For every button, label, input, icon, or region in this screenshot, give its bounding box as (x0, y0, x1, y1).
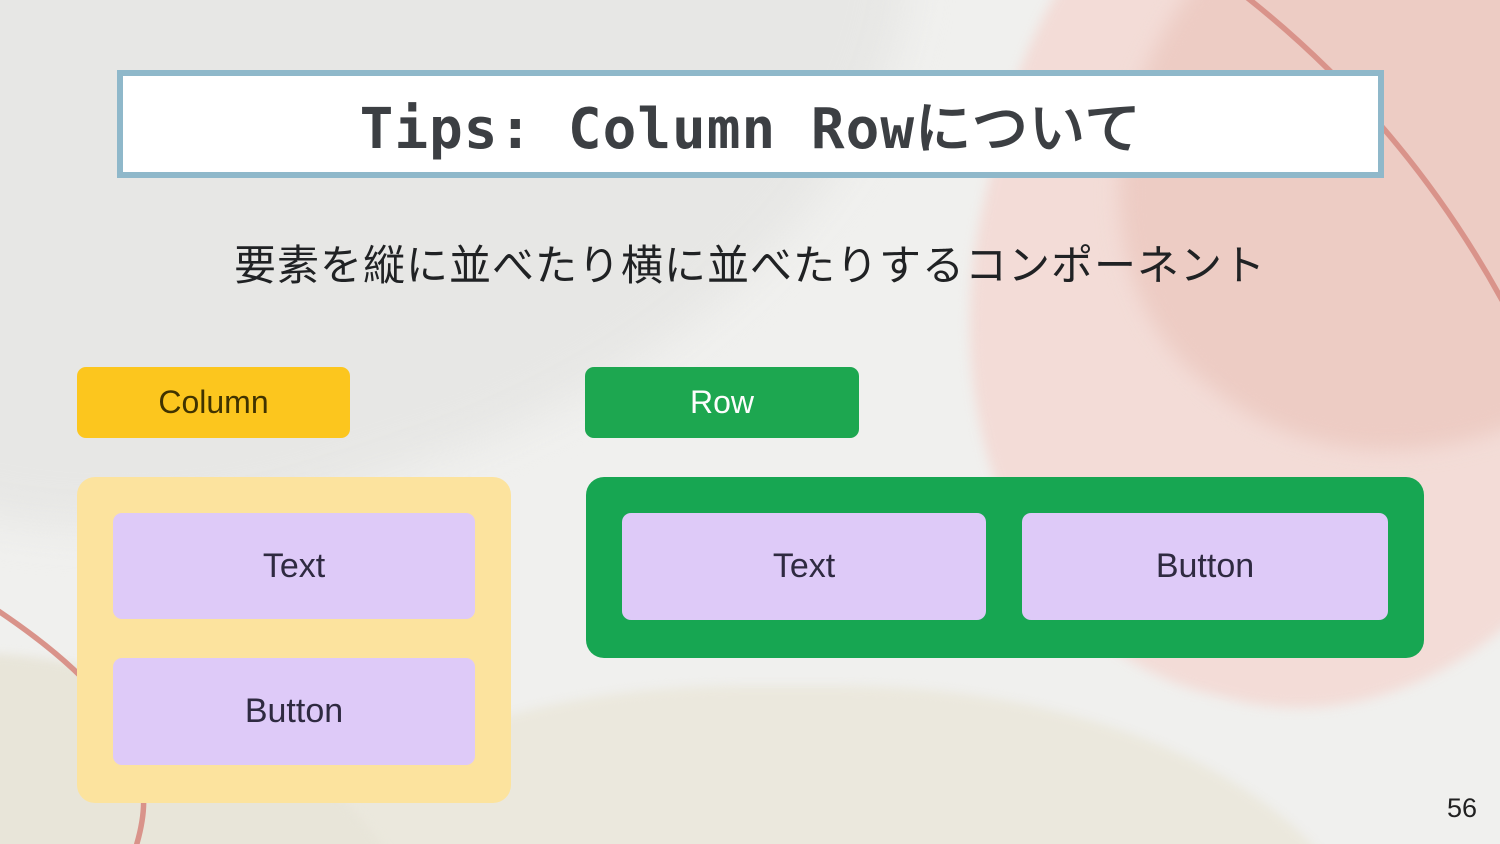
column-child-text: Text (113, 513, 475, 619)
title-text: Tips: Column Rowについて (359, 96, 1142, 162)
row-container: Text Button (586, 477, 1424, 658)
row-child-text: Text (622, 513, 986, 620)
subtitle-text: 要素を縦に並べたり横に並べたりするコンポーネント (233, 242, 1266, 289)
page-number: 56 (1446, 793, 1477, 823)
accent-curve-right (1245, 0, 1500, 302)
row-child-button: Button (1022, 513, 1388, 620)
column-child-button: Button (113, 658, 475, 765)
column-label: Column (77, 367, 350, 438)
title-box: Tips: Column Rowについて (117, 70, 1384, 178)
row-label: Row (585, 367, 859, 438)
column-container: Text Button (77, 477, 511, 803)
